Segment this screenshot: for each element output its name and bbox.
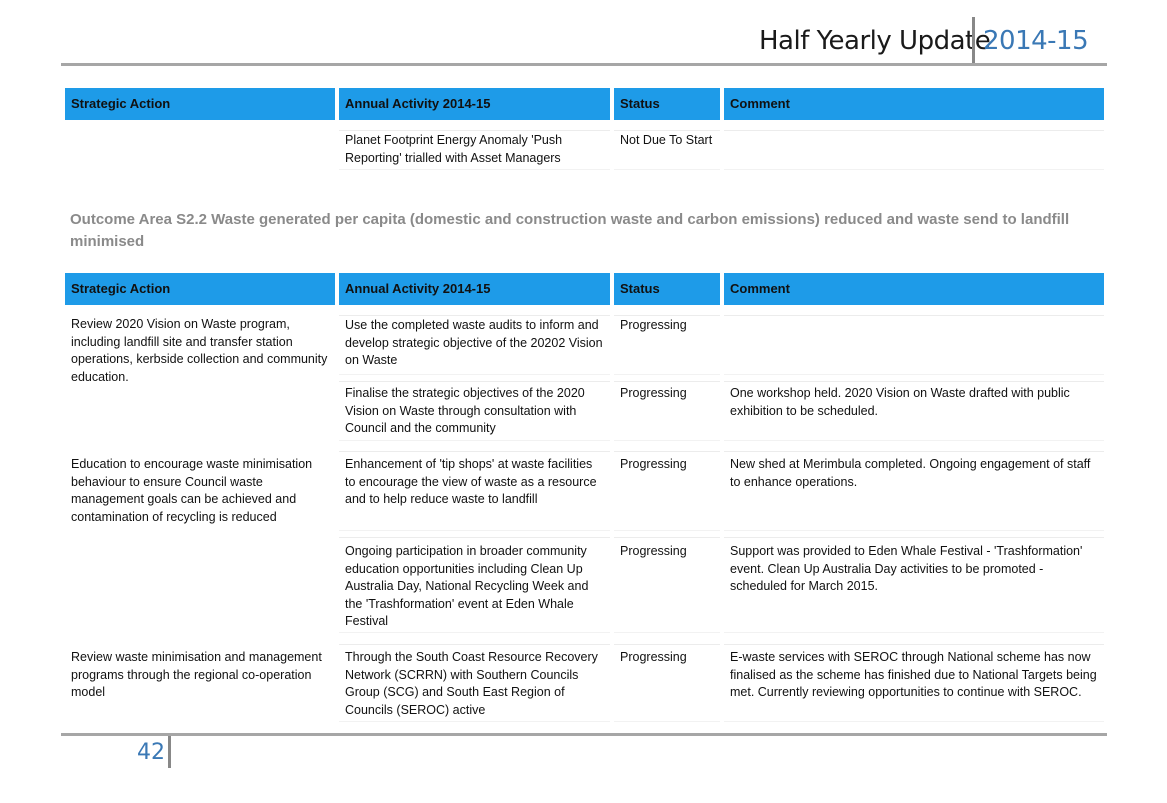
footer-rule — [61, 733, 1107, 736]
comment-cell: One workshop held. 2020 Vision on Waste … — [724, 381, 1104, 441]
table-header: Strategic Action Annual Activity 2014-15… — [65, 88, 1104, 120]
annual-activity-cell: Finalise the strategic objectives of the… — [339, 381, 610, 441]
col-header-status: Status — [614, 273, 720, 305]
header-rule — [61, 63, 1107, 66]
col-header-comment: Comment — [724, 88, 1104, 120]
strategic-action-cell: Review waste minimisation and management… — [71, 650, 322, 699]
col-header-status: Status — [614, 88, 720, 120]
strategic-action-cell: Review 2020 Vision on Waste program, inc… — [71, 317, 328, 384]
strategic-action-cell: Education to encourage waste minimisatio… — [71, 457, 313, 524]
col-header-annual-activity: Annual Activity 2014-15 — [339, 273, 610, 305]
comment-cell: New shed at Merimbula completed. Ongoing… — [724, 451, 1104, 531]
header-year: 2014-15 — [983, 26, 1089, 56]
status-cell: Progressing — [614, 537, 720, 633]
annual-activity-cell: Use the completed waste audits to inform… — [339, 315, 610, 375]
annual-activity-cell: Planet Footprint Energy Anomaly 'Push Re… — [339, 130, 610, 170]
status-cell: Progressing — [614, 315, 720, 375]
table-waste: Strategic Action Annual Activity 2014-15… — [65, 273, 1104, 722]
annual-activity-cell: Enhancement of 'tip shops' at waste faci… — [339, 451, 610, 531]
col-header-comment: Comment — [724, 273, 1104, 305]
comment-cell — [724, 315, 1104, 375]
col-header-annual-activity: Annual Activity 2014-15 — [339, 88, 610, 120]
annual-activity-cell: Through the South Coast Resource Recover… — [339, 644, 610, 722]
status-cell: Progressing — [614, 451, 720, 531]
status-cell: Progressing — [614, 381, 720, 441]
col-header-strategic-action: Strategic Action — [65, 88, 335, 120]
table-energy: Strategic Action Annual Activity 2014-15… — [65, 88, 1104, 170]
page-title: Half Yearly Update — [759, 26, 991, 56]
col-header-strategic-action: Strategic Action — [65, 273, 335, 305]
comment-cell: E-waste services with SEROC through Nati… — [724, 644, 1104, 722]
status-cell: Progressing — [614, 644, 720, 722]
strategic-action-cell — [65, 131, 335, 167]
comment-cell — [724, 130, 1104, 170]
table-header: Strategic Action Annual Activity 2014-15… — [65, 273, 1104, 305]
status-cell: Not Due To Start — [614, 130, 720, 170]
outcome-area-heading: Outcome Area S2.2 Waste generated per ca… — [70, 211, 1070, 250]
annual-activity-cell: Ongoing participation in broader communi… — [339, 537, 610, 633]
comment-cell: Support was provided to Eden Whale Festi… — [724, 537, 1104, 633]
page-number: 42 — [137, 740, 165, 765]
header-divider — [972, 17, 975, 65]
footer-divider — [168, 736, 171, 768]
